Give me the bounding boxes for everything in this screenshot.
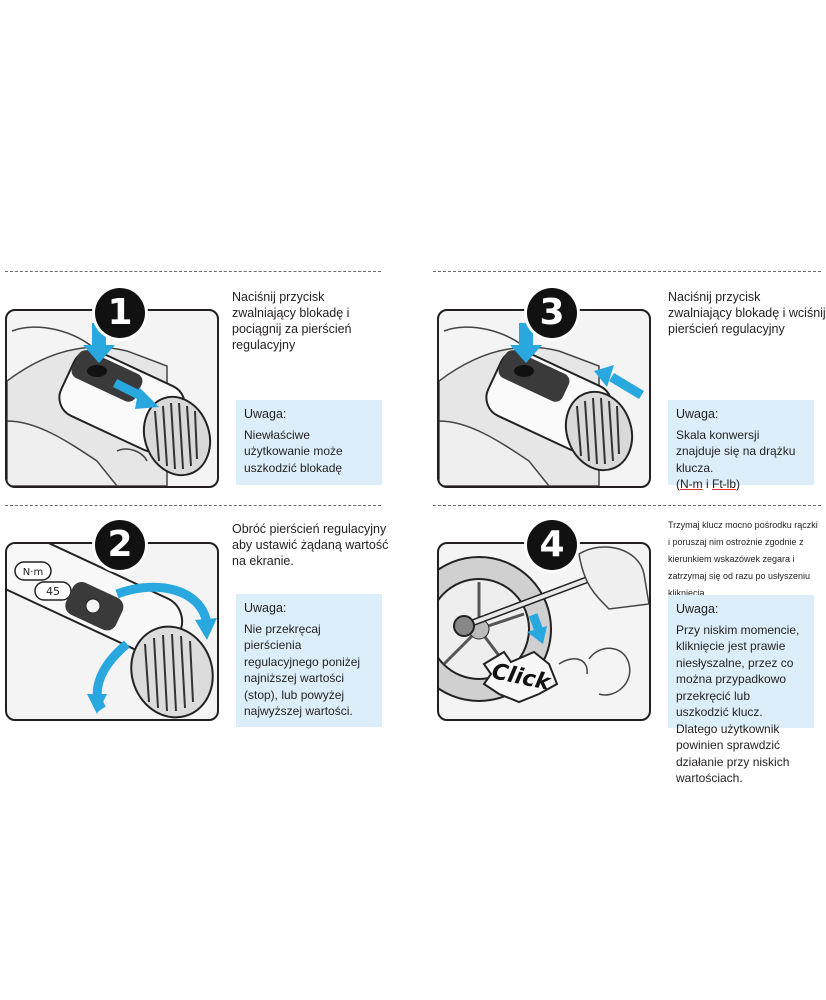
step-3-note: Uwaga: Skala konwersji znajduje się na d… <box>668 400 814 491</box>
wrench-lock-illustration <box>439 323 644 486</box>
step-1-instruction: Naciśnij przycisk zwalniający blokadę i … <box>232 290 352 352</box>
step-1-illustration <box>5 309 219 488</box>
step-2-unit-label: N·m <box>23 567 43 578</box>
divider-middle-right <box>433 505 821 506</box>
step-3-units-open: ( <box>676 477 680 491</box>
step-4-note-title: Uwaga: <box>676 602 719 616</box>
step-4-number-badge: 4 <box>527 520 577 570</box>
step-3-units-separator: i <box>702 477 713 491</box>
step-2-note: Uwaga: Nie przekręcaj pierścienia regula… <box>236 594 382 727</box>
wrench-click-illustration: Click <box>439 546 649 704</box>
step-3-note-title: Uwaga: <box>676 407 719 421</box>
divider-middle-left <box>5 505 381 506</box>
step-1-note-body: Niewłaściwe użytkowanie może uszkodzić b… <box>244 427 343 475</box>
step-2-instruction: Obróć pierścień regulacyjny aby ustawić … <box>232 522 389 568</box>
step-3-number-badge: 3 <box>527 288 577 338</box>
step-2-note-title: Uwaga: <box>244 601 287 615</box>
step-4-note: Uwaga: Przy niskim momencie, kliknięcie … <box>668 595 814 785</box>
divider-top-right <box>433 271 821 272</box>
step-2-illustration: N·m 45 <box>5 542 219 721</box>
step-1-note-title: Uwaga: <box>244 407 287 421</box>
step-2-dial-label: 45 <box>46 585 60 598</box>
wrench-unlock-illustration <box>7 323 212 486</box>
step-3-unit-ftlb: Ft-lb <box>712 477 737 491</box>
step-1-note: Uwaga: Niewłaściwe użytkowanie może uszk… <box>236 400 382 485</box>
step-4-note-body: Przy niskim momencie, kliknięcie jest pr… <box>676 622 800 786</box>
step-3-units-close: ) <box>736 477 741 491</box>
step-4-illustration: Click <box>437 542 651 721</box>
step-3-unit-nm: N-m <box>680 477 703 491</box>
step-2-note-body: Nie przekręcaj pierścienia regulacyjnego… <box>244 621 361 719</box>
wrench-adjust-illustration: N·m 45 <box>7 544 217 719</box>
step-3-note-body: Skala konwersji znajduje się na drążku k… <box>676 427 796 475</box>
divider-top-left <box>5 271 381 272</box>
step-3-illustration <box>437 309 651 488</box>
step-3-instruction: Naciśnij przycisk zwalniający blokadę i … <box>668 290 826 336</box>
step-4-instruction: Trzymaj klucz mocno pośrodku rączki i po… <box>668 520 818 598</box>
step-2-number-badge: 2 <box>95 520 145 570</box>
step-1-number-badge: 1 <box>95 288 145 338</box>
